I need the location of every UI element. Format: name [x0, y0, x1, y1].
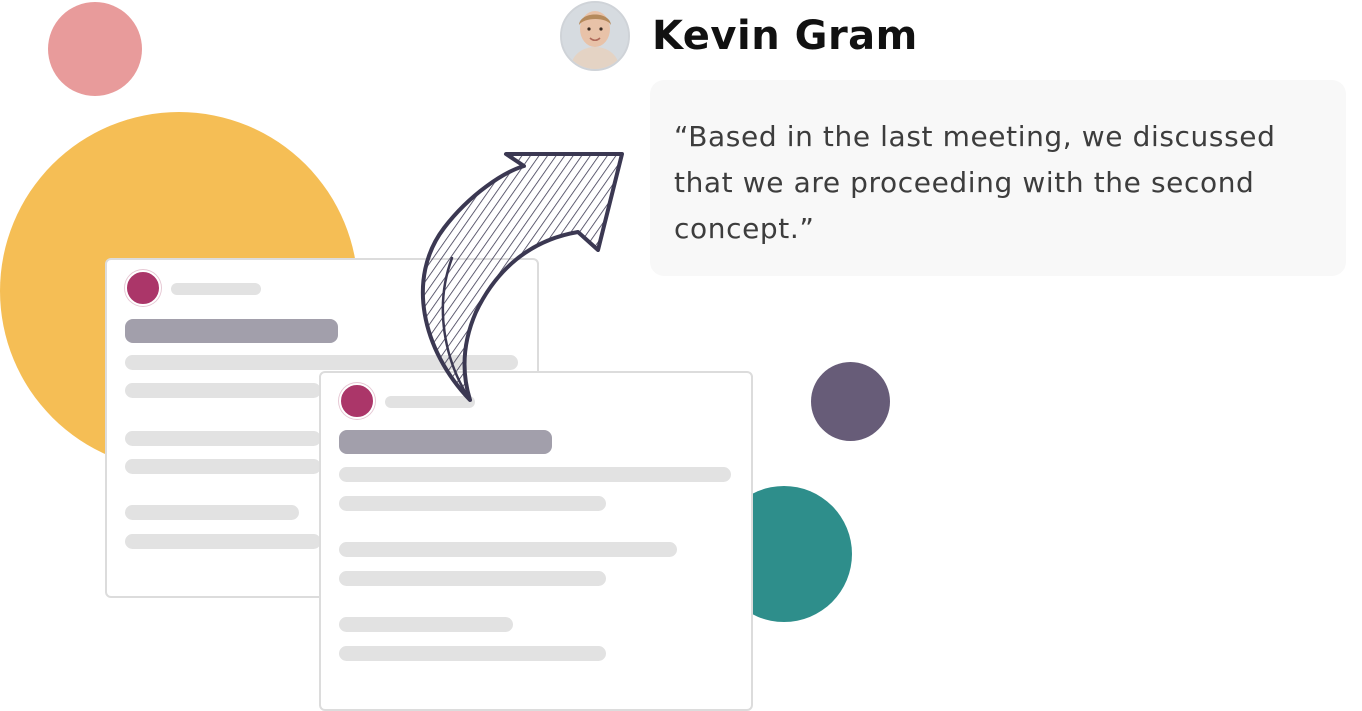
card-title-bar [339, 430, 552, 454]
card-text-line [125, 355, 518, 370]
card-text-line [339, 571, 606, 586]
card-text-line [125, 383, 321, 398]
purple-circle-decoration [811, 362, 890, 441]
current-post-card [319, 371, 753, 711]
card-text-line [339, 646, 606, 661]
author-avatar [560, 1, 630, 71]
card-text-line [125, 431, 321, 446]
quote-bubble: “Based in the last meeting, we discussed… [650, 80, 1346, 276]
curved-arrow-icon [420, 152, 624, 402]
quote-text: “Based in the last meeting, we discussed… [674, 120, 1276, 245]
card-avatar [125, 270, 161, 306]
card-text-line [125, 459, 321, 474]
person-portrait-icon [562, 3, 628, 69]
card-title-bar [125, 319, 338, 343]
card-meta-line [385, 396, 475, 408]
card-text-line [339, 467, 731, 482]
card-text-line [339, 496, 606, 511]
quote-author: Kevin Gram [560, 0, 918, 72]
card-text-line [125, 534, 321, 549]
card-avatar [339, 383, 375, 419]
card-meta-line [171, 283, 261, 295]
author-name: Kevin Gram [652, 13, 918, 59]
pink-circle-decoration [48, 2, 142, 96]
card-text-line [125, 505, 299, 520]
card-text-line [339, 617, 513, 632]
card-text-line [339, 542, 677, 557]
